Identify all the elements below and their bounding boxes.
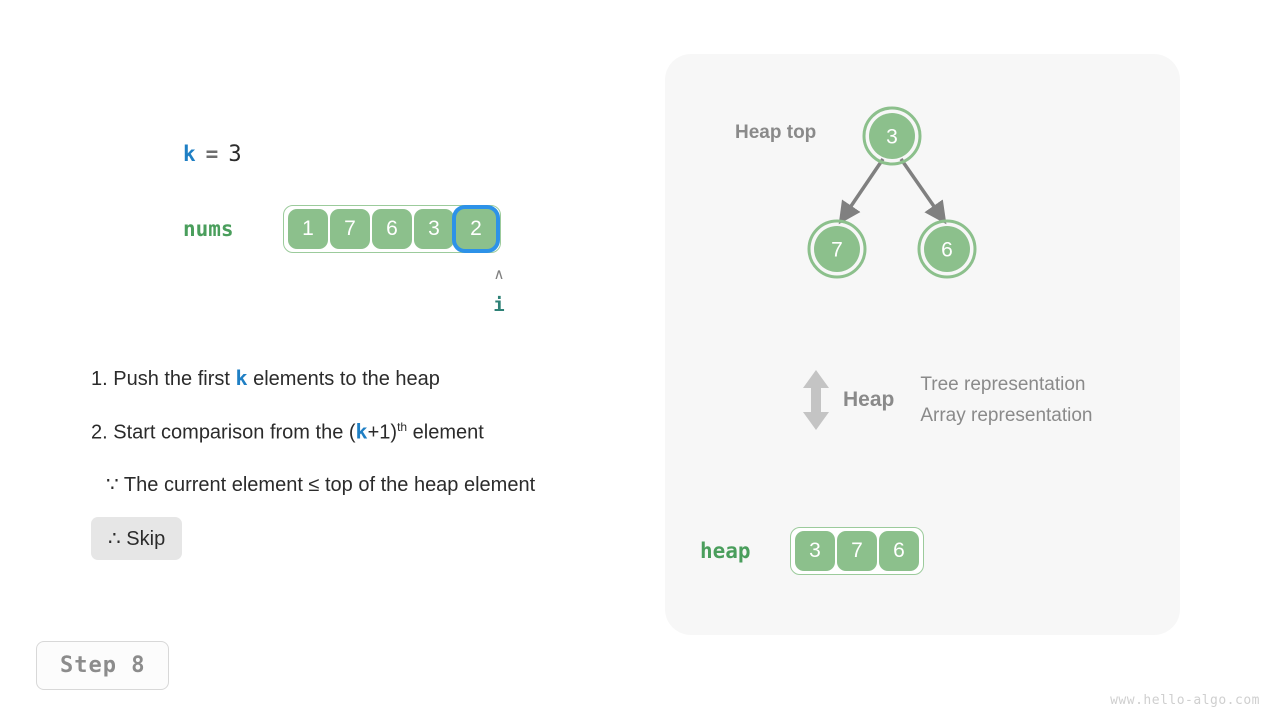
step2-suffix: element (407, 421, 484, 444)
nums-cell-2: 6 (372, 209, 412, 249)
reason-line: ∵ The current element ≤ top of the heap … (106, 473, 536, 496)
heap-tree-diagram: 3 7 6 (807, 106, 977, 279)
legend-line-array: Array representation (920, 404, 1093, 426)
step-item-1: 1. Push the first k elements to the heap (91, 368, 671, 389)
tree-node-left-value: 7 (831, 239, 843, 262)
tree-node-left-child: 7 (807, 219, 867, 279)
nums-cell-3: 3 (414, 209, 454, 249)
k-variable-value: 3 (228, 142, 242, 167)
conclusion-skip-badge: ∴ Skip (91, 517, 183, 560)
heap-cell-0: 3 (795, 531, 835, 571)
pointer-label-i: i (493, 294, 505, 316)
step2-prefix: 2. Start comparison from the ( (91, 421, 356, 444)
k-variable-name: k (183, 142, 196, 166)
step2-mid: +1) (367, 421, 398, 444)
nums-cell-0: 1 (288, 209, 328, 249)
watermark-url: www.hello-algo.com (1110, 693, 1260, 708)
index-pointer: ∧ i (486, 266, 512, 316)
heap-top-label: Heap top (735, 122, 817, 143)
step2-ordinal-suffix: th (397, 420, 408, 434)
legend-lines: Tree representation Array representation (920, 374, 1092, 427)
k-variable-row: k = 3 (183, 142, 242, 167)
step1-suffix: elements to the heap (247, 368, 440, 390)
step1-variable-k: k (235, 366, 248, 390)
tree-node-root-value: 3 (886, 126, 898, 149)
legend-line-tree: Tree representation (920, 373, 1086, 395)
legend-heap-title: Heap (843, 388, 895, 411)
nums-array-label: nums (183, 217, 234, 241)
up-down-arrow-icon (803, 370, 829, 430)
tree-node-right-child: 6 (917, 219, 977, 279)
tree-edges (838, 157, 947, 225)
step-counter-badge: Step 8 (36, 641, 170, 690)
nums-cell-1: 7 (330, 209, 370, 249)
step2-variable-k: k (355, 419, 368, 444)
k-equals-sign: = (205, 142, 219, 166)
heap-cell-2: 6 (879, 531, 919, 571)
steps-list: 1. Push the first k elements to the heap… (91, 368, 671, 527)
step1-prefix: 1. Push the first (91, 368, 236, 390)
heap-cell-1: 7 (837, 531, 877, 571)
nums-cell-4: 2 (456, 209, 496, 249)
tree-node-right-value: 6 (941, 239, 953, 262)
step-item-2: 2. Start comparison from the (k+1)th ele… (91, 421, 671, 443)
caret-up-icon: ∧ (493, 265, 505, 283)
heap-representation-legend: Heap Tree representation Array represent… (795, 368, 1093, 432)
heap-array-label: heap (700, 539, 751, 563)
tree-node-root: 3 (862, 106, 922, 166)
